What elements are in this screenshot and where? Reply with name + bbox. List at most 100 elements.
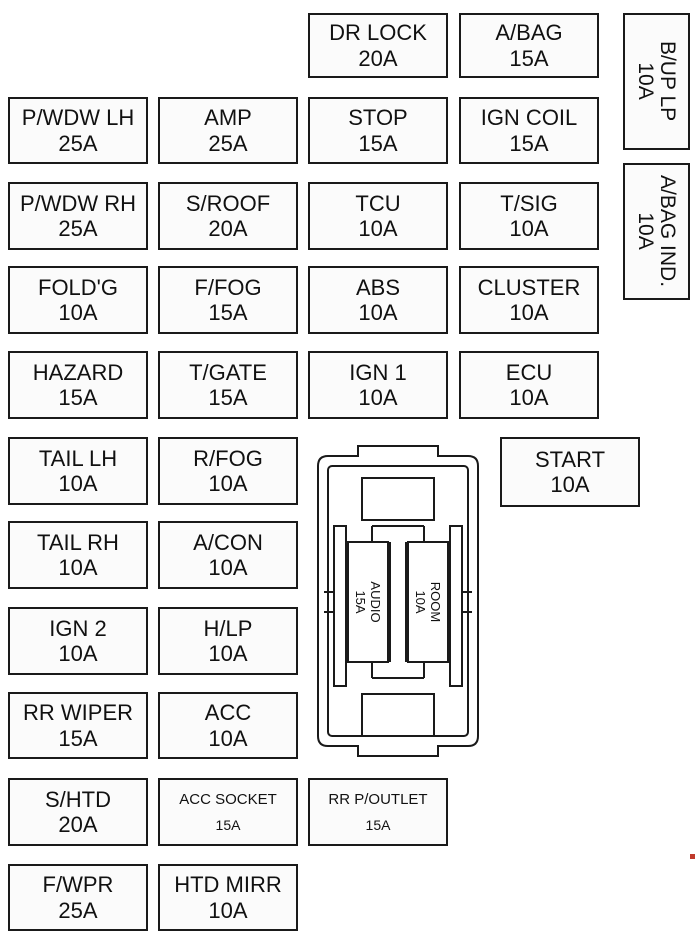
fuse-label: T/SIG	[500, 190, 558, 216]
fuse-ign-coil: IGN COIL 15A	[459, 97, 599, 164]
fuse-rating: 10A	[358, 385, 398, 410]
fuse-label: T/GATE	[189, 359, 267, 385]
relay-bottom-slot	[361, 693, 435, 737]
fuse-label: DR LOCK	[329, 20, 427, 46]
fuse-label: AMP	[204, 105, 252, 131]
fuse-r-fog: R/FOG 10A	[158, 437, 298, 505]
fuse-label: B/UP LP	[656, 41, 680, 122]
relay-block: AUDIO 15A ROOM 10A	[317, 445, 479, 757]
fuse-rating: 10A	[58, 471, 98, 496]
fuse-rating: 15A	[208, 385, 248, 410]
relay-center-divider	[371, 525, 425, 679]
fuse-p-wdw-rh: P/WDW RH 25A	[8, 182, 148, 250]
fuse-ign-1: IGN 1 10A	[308, 351, 448, 419]
fuse-rating: 10A	[58, 300, 98, 325]
fuse-label: IGN 2	[49, 615, 107, 641]
fuse-rating: 20A	[58, 812, 98, 837]
fuse-rating: 10A	[634, 212, 658, 251]
fuse-htd-mirr: HTD MIRR 10A	[158, 864, 298, 931]
fuse-dr-lock: DR LOCK 20A	[308, 13, 448, 78]
fuse-rating: 25A	[58, 130, 98, 156]
relay-housing	[317, 445, 479, 757]
fuse-start: START 10A	[500, 437, 640, 507]
fuse-label: S/ROOF	[185, 190, 271, 216]
fuse-ecu: ECU 10A	[459, 351, 599, 419]
fuse-label: R/FOG	[193, 445, 263, 471]
fuse-rating: 10A	[358, 300, 398, 325]
fuse-h-lp: H/LP 10A	[158, 607, 298, 675]
fuse-label: TAIL RH	[37, 529, 119, 555]
fuse-rating: 25A	[58, 216, 98, 241]
fuse-rating: 10A	[509, 216, 549, 241]
fuse-tail-lh: TAIL LH 10A	[8, 437, 148, 505]
fuse-rating: 10A	[509, 300, 549, 325]
fuse-rating: 15A	[58, 725, 98, 751]
fuse-t-gate: T/GATE 15A	[158, 351, 298, 419]
fuse-label: P/WDW LH	[21, 105, 135, 131]
fuse-label: STOP	[348, 105, 408, 131]
fuse-cluster: CLUSTER 10A	[459, 266, 599, 334]
fuse-label: IGN COIL	[480, 105, 578, 131]
fuse-label: RR WIPER	[23, 700, 133, 726]
fuse-tail-rh: TAIL RH 10A	[8, 521, 148, 589]
fuse-rating: 10A	[58, 641, 98, 666]
fuse-a-bag: A/BAG 15A	[459, 13, 599, 78]
fuse-label: A/CON	[193, 529, 263, 555]
fuse-rating: 15A	[208, 300, 248, 325]
fuse-label: TCU	[355, 190, 401, 216]
fuse-rating: 15A	[509, 130, 549, 156]
fuse-label: HTD MIRR	[174, 872, 282, 898]
fuse-acc: ACC 10A	[158, 692, 298, 759]
fuse-label: CLUSTER	[477, 274, 581, 300]
fuse-rating: 10A	[208, 725, 248, 751]
fuse-rating: 25A	[58, 897, 98, 923]
fuse-label: ACC SOCKET	[179, 791, 277, 809]
fuse-label: ACC	[204, 700, 252, 726]
fuse-label: FOLD'G	[38, 274, 118, 300]
fuse-p-wdw-lh: P/WDW LH 25A	[8, 97, 148, 164]
fuse-tcu: TCU 10A	[308, 182, 448, 250]
fuse-rating: 10A	[58, 555, 98, 580]
fuse-f-wpr: F/WPR 25A	[8, 864, 148, 931]
mini-fuse-room-rating: 10A	[413, 590, 428, 613]
fuse-rr-p-outlet: RR P/OUTLET 15A	[308, 778, 448, 846]
fuse-label: RR P/OUTLET	[328, 791, 428, 809]
fuse-rating: 10A	[550, 472, 590, 497]
fuse-rating: 20A	[208, 216, 248, 241]
fuse-rating: 15A	[365, 816, 391, 833]
fuse-rating: 10A	[634, 62, 658, 101]
fuse-label: A/BAG	[495, 20, 563, 46]
fuse-label: S/HTD	[45, 786, 111, 812]
fuse-rating: 20A	[358, 45, 398, 71]
fuse-stop: STOP 15A	[308, 97, 448, 164]
corner-mark	[690, 854, 695, 859]
fuse-amp: AMP 25A	[158, 97, 298, 164]
fuse-hazard: HAZARD 15A	[8, 351, 148, 419]
fuse-a-con: A/CON 10A	[158, 521, 298, 589]
fuse-label: H/LP	[203, 615, 253, 641]
fuse-label: ECU	[505, 359, 553, 385]
fuse-acc-socket: ACC SOCKET 15A	[158, 778, 298, 846]
mini-fuse-room	[407, 541, 449, 663]
fuse-rating: 10A	[358, 216, 398, 241]
fuse-b-up-lp: B/UP LP 10A	[623, 13, 690, 150]
fuse-label: A/BAG IND.	[656, 175, 680, 288]
fuse-rating: 10A	[509, 385, 549, 410]
fuse-rating: 10A	[208, 555, 248, 580]
fuse-ign-2: IGN 2 10A	[8, 607, 148, 675]
fuse-rating: 15A	[58, 385, 98, 410]
mini-fuse-audio-rating: 15A	[353, 590, 368, 613]
fuse-rating: 15A	[509, 45, 549, 71]
fuse-s-roof: S/ROOF 20A	[158, 182, 298, 250]
fuse-label: START	[534, 446, 606, 472]
fuse-rating: 10A	[208, 641, 248, 666]
fuse-label: IGN 1	[349, 359, 407, 385]
mini-fuse-audio	[347, 541, 389, 663]
fuse-abs: ABS 10A	[308, 266, 448, 334]
fuse-rr-wiper: RR WIPER 15A	[8, 692, 148, 759]
fuse-label: TAIL LH	[38, 445, 118, 471]
fuse-t-sig: T/SIG 10A	[459, 182, 599, 250]
fuse-rating: 25A	[208, 130, 248, 156]
fuse-label: ABS	[355, 274, 401, 300]
fuse-a-bag-ind: A/BAG IND. 10A	[623, 163, 690, 300]
